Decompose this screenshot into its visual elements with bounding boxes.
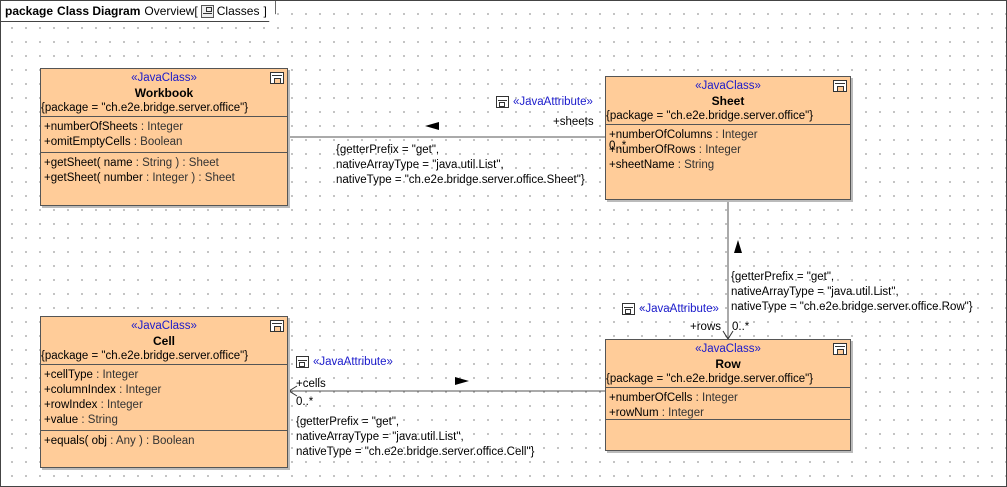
java-attribute-icon (496, 96, 509, 108)
attribute-row[interactable]: +rowNum : Integer (609, 407, 704, 419)
sheets-multiplicity[interactable]: 0..* (609, 140, 627, 152)
class-tagged-value: {package = "ch.e2e.bridge.server.office"… (41, 102, 249, 114)
attribute-row[interactable]: +numberOfRows : Integer (609, 144, 741, 156)
java-attribute-icon (622, 303, 635, 315)
class-name: Workbook (134, 86, 194, 100)
attributes-compartment: +numberOfCells : Integer +rowNum : Integ… (606, 387, 850, 419)
attributes-compartment: +cellType : Integer +columnIndex : Integ… (41, 364, 287, 430)
operations-compartment: +getSheet( name : String ) : Sheet +getS… (41, 152, 287, 188)
diagram-frame-tab: package Class Diagram Overview [ Classes… (1, 1, 276, 22)
class-row[interactable]: «JavaClass» Row {package = "ch.e2e.bridg… (605, 339, 851, 451)
class-tagged-value: {package = "ch.e2e.bridge.server.office"… (606, 110, 814, 122)
attribute-row[interactable]: +cellType : Integer (44, 369, 139, 381)
class-stereotype: «JavaClass» (131, 72, 197, 84)
attribute-row[interactable]: +sheetName : String (609, 159, 715, 171)
class-stereotype: «JavaClass» (695, 80, 761, 92)
class-name: Cell (152, 334, 175, 348)
class-icon (833, 343, 847, 355)
class-name: Row (715, 357, 741, 371)
nav-direction-arrow-rows (734, 240, 742, 253)
frame-keyword: package (5, 4, 54, 18)
class-diagram-icon[interactable] (201, 5, 214, 18)
operation-row[interactable]: +getSheet( name : String ) : Sheet (44, 157, 219, 169)
attribute-row[interactable]: +numberOfSheets : Integer (44, 121, 184, 133)
operation-row[interactable]: +getSheet( number : Integer ) : Sheet (44, 172, 235, 184)
operations-compartment (606, 419, 850, 425)
frame-overview-label: Overview (144, 4, 195, 18)
sheets-stereotype-label[interactable]: «JavaAttribute» (496, 96, 593, 108)
class-sheet[interactable]: «JavaClass» Sheet {package = "ch.e2e.bri… (605, 76, 851, 200)
rows-stereotype-label[interactable]: «JavaAttribute» (622, 303, 719, 315)
frame-bracket-open: [ (194, 4, 198, 18)
attribute-row[interactable]: +numberOfCells : Integer (609, 392, 738, 404)
nav-direction-arrow-sheets (425, 122, 439, 130)
java-attribute-icon (296, 356, 309, 368)
attribute-row[interactable]: +omitEmptyCells : Boolean (44, 136, 183, 148)
attributes-compartment: +numberOfColumns : Integer +numberOfRows… (606, 124, 850, 175)
frame-name: Class Diagram (57, 4, 141, 18)
operations-compartment: +equals( obj : Any ) : Boolean (41, 430, 287, 451)
class-icon (833, 80, 847, 92)
attribute-row[interactable]: +numberOfColumns : Integer (609, 129, 758, 141)
operation-row[interactable]: +equals( obj : Any ) : Boolean (44, 435, 195, 447)
attribute-row[interactable]: +columnIndex : Integer (44, 384, 162, 396)
class-icon (270, 320, 284, 332)
rows-multiplicity[interactable]: 0..* (732, 321, 750, 333)
attribute-row[interactable]: +rowIndex : Integer (44, 399, 143, 411)
class-cell[interactable]: «JavaClass» Cell {package = "ch.e2e.brid… (40, 316, 288, 468)
frame-bracket-close: ] (263, 4, 267, 18)
class-stereotype: «JavaClass» (131, 320, 197, 332)
cell-arrow-head (288, 385, 298, 397)
class-tagged-value: {package = "ch.e2e.bridge.server.office"… (606, 373, 814, 385)
class-name: Sheet (711, 94, 745, 108)
rows-tagged-values[interactable]: {getterPrefix = "get", nativeArrayType =… (731, 271, 973, 313)
cells-role-label[interactable]: +cells (296, 378, 326, 390)
nav-direction-arrow-cells (455, 377, 469, 385)
sheets-tagged-values[interactable]: {getterPrefix = "get", nativeArrayType =… (336, 144, 585, 186)
class-icon (270, 72, 284, 84)
class-tagged-value: {package = "ch.e2e.bridge.server.office"… (41, 350, 249, 362)
cells-tagged-values[interactable]: {getterPrefix = "get", nativeArrayType =… (296, 416, 535, 458)
cells-multiplicity[interactable]: 0..* (296, 396, 314, 408)
frame-classes-link[interactable]: Classes (216, 4, 260, 18)
cells-stereotype-label[interactable]: «JavaAttribute» (296, 356, 393, 368)
attributes-compartment: +numberOfSheets : Integer +omitEmptyCell… (41, 116, 287, 152)
rows-role-label[interactable]: +rows (690, 321, 721, 333)
class-workbook[interactable]: «JavaClass» Workbook {package = "ch.e2e.… (40, 68, 288, 206)
class-stereotype: «JavaClass» (695, 343, 761, 355)
attribute-row[interactable]: +value : String (44, 414, 118, 426)
sheets-role-label[interactable]: +sheets (553, 116, 594, 128)
